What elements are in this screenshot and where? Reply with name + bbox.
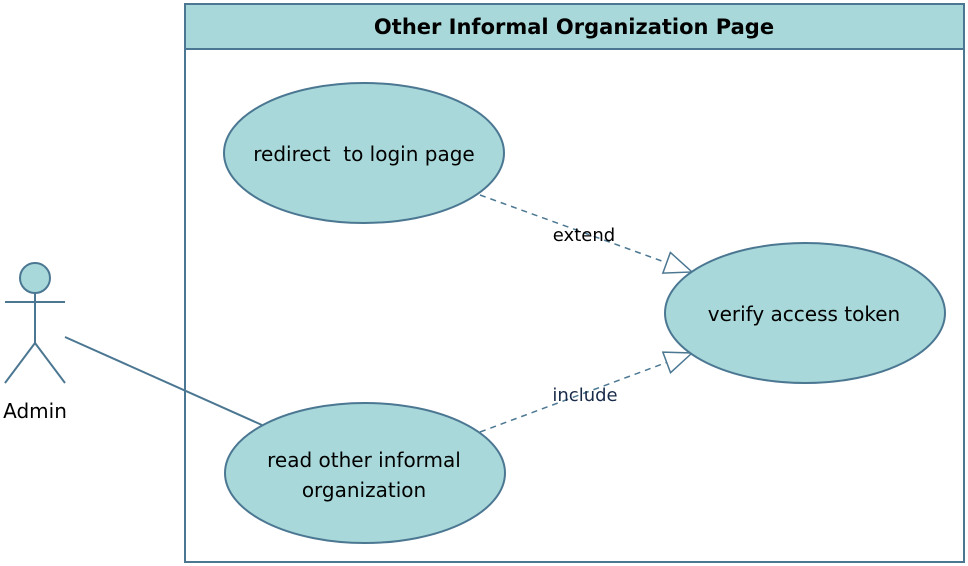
- actor-left-leg: [4, 342, 36, 384]
- use-case-verify[interactable]: verify access token: [664, 242, 946, 384]
- include-arrow: [479, 353, 692, 433]
- system-title: Other Informal Organization Page: [374, 15, 774, 39]
- extend-label: extend: [553, 225, 615, 246]
- actor-head: [19, 262, 51, 294]
- use-case-redirect[interactable]: redirect to login page: [223, 82, 505, 224]
- include-label: include: [552, 385, 617, 406]
- actor-admin[interactable]: Admin: [3, 262, 67, 423]
- extend-arrow: [479, 194, 692, 272]
- use-case-verify-label: verify access token: [708, 302, 900, 326]
- use-case-verify-shape: [664, 242, 946, 384]
- use-case-redirect-label: redirect to login page: [253, 142, 474, 166]
- system-title-bar: [184, 3, 965, 50]
- use-case-redirect-shape: [223, 82, 505, 224]
- use-case-read[interactable]: read other informal organization: [224, 402, 506, 544]
- association-line: [64, 336, 263, 426]
- actor-label: Admin: [3, 399, 67, 423]
- actor-right-leg: [34, 342, 66, 384]
- use-case-read-shape: [224, 402, 506, 544]
- use-case-read-label-line1: read other informal: [267, 448, 461, 472]
- use-case-read-label-line2: organization: [302, 478, 426, 502]
